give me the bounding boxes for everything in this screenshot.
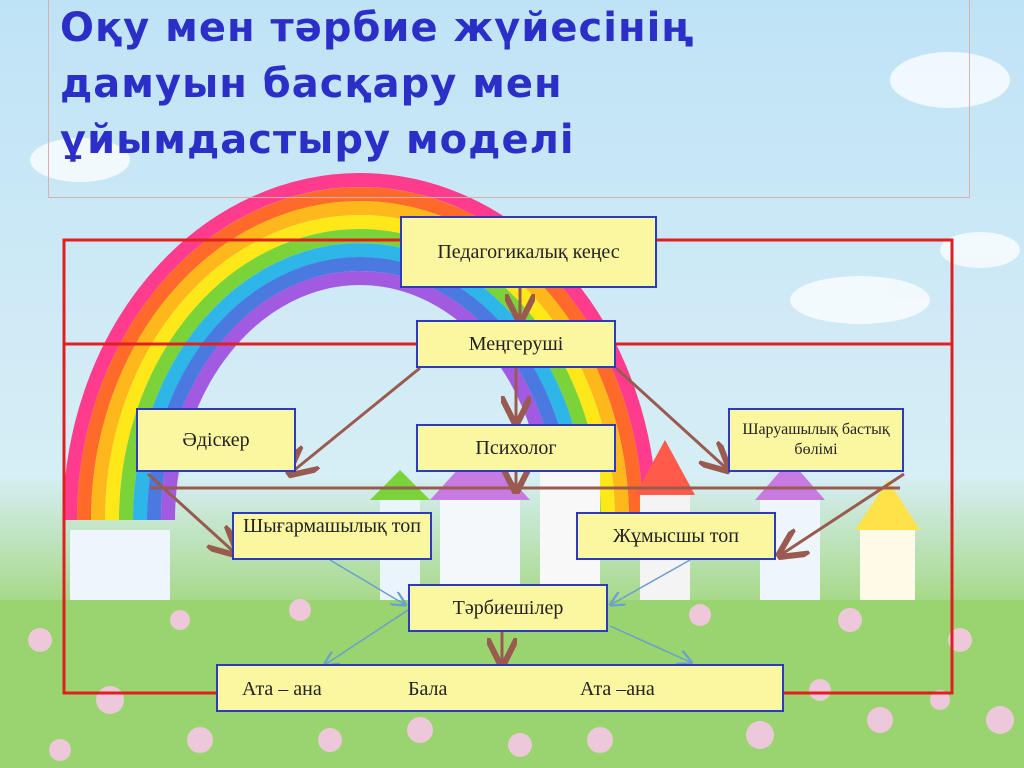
- working-group-box: Жұмысшы топ: [576, 512, 776, 560]
- household-department-box: Шаруашылық бастық бөлімі: [728, 408, 904, 472]
- working-group-label: Жұмысшы топ: [613, 524, 739, 547]
- pedagogical-council-label: Педагогикалық кеңес: [437, 240, 620, 263]
- educators-label: Тәрбиешілер: [452, 596, 564, 619]
- pedagogical-council-box: Педагогикалық кеңес: [400, 216, 657, 288]
- head-box: Меңгеруші: [416, 320, 616, 368]
- household-department-label: Шаруашылық бастық бөлімі: [742, 421, 890, 458]
- family-box: Ата – ана Бала Ата –ана: [216, 664, 784, 712]
- psychologist-label: Психолог: [475, 436, 557, 459]
- psychologist-box: Психолог: [416, 424, 616, 472]
- child-label: Бала: [408, 678, 448, 700]
- feedback-arrows: [326, 559, 690, 664]
- educators-box: Тәрбиешілер: [408, 584, 608, 632]
- parent-right-label: Ата –ана: [580, 678, 655, 700]
- methodist-label: Әдіскер: [182, 428, 250, 451]
- clouds-decor: [30, 52, 1020, 324]
- parent-left-label: Ата – ана: [242, 678, 322, 700]
- head-label: Меңгеруші: [468, 332, 564, 355]
- methodist-box: Әдіскер: [136, 408, 296, 472]
- creative-group-box: Шығармашылық топ: [232, 512, 432, 560]
- page-title: Оқу мен тәрбие жүйесінің дамуын басқару …: [60, 5, 695, 163]
- creative-group-label: Шығармашылық топ: [243, 515, 421, 537]
- flowers-decor: [28, 599, 1014, 761]
- title-frame: [48, 0, 970, 198]
- hierarchy-arrows: [146, 288, 905, 662]
